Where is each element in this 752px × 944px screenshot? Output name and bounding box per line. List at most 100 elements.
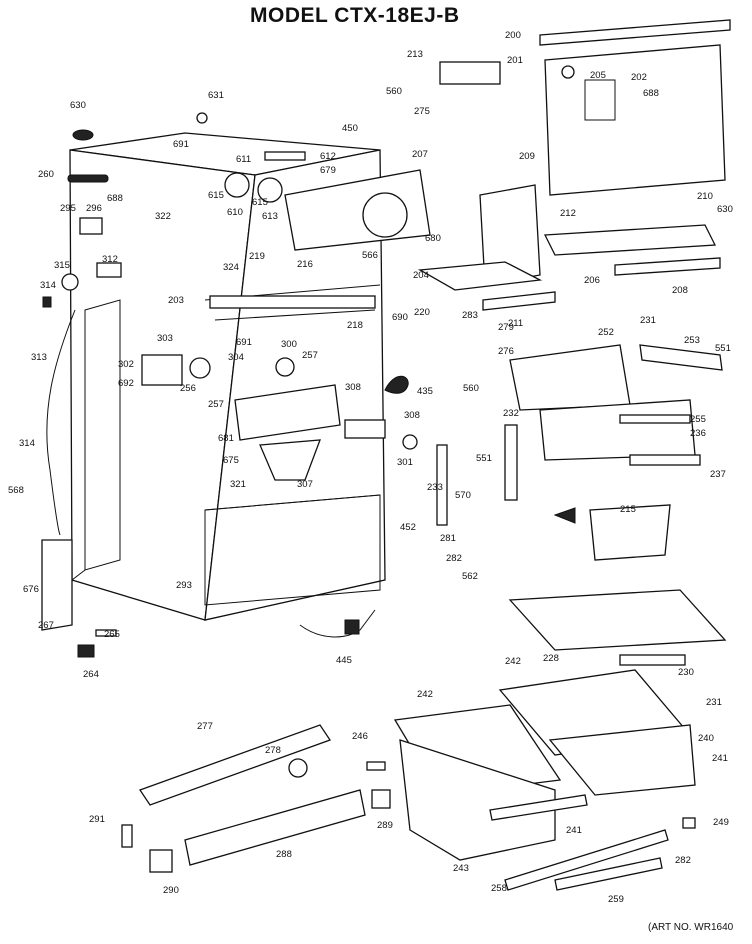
part-315 bbox=[61, 273, 79, 291]
callout-675: 675 bbox=[223, 455, 239, 466]
trim-241 bbox=[489, 794, 588, 821]
callout-267: 267 bbox=[38, 620, 54, 631]
callout-690: 690 bbox=[392, 312, 408, 323]
part-312 bbox=[96, 262, 122, 278]
part-308 bbox=[344, 419, 386, 439]
callout-276: 276 bbox=[498, 346, 514, 357]
callout-691: 691 bbox=[236, 337, 252, 348]
callout-322: 322 bbox=[155, 211, 171, 222]
callout-681: 681 bbox=[218, 433, 234, 444]
callout-257: 257 bbox=[208, 399, 224, 410]
callout-207: 207 bbox=[412, 149, 428, 160]
callout-231: 231 bbox=[706, 697, 722, 708]
callout-242: 242 bbox=[505, 656, 521, 667]
callout-213: 213 bbox=[407, 49, 423, 60]
callout-231: 231 bbox=[640, 315, 656, 326]
callout-308: 308 bbox=[345, 382, 361, 393]
callout-215: 215 bbox=[620, 504, 636, 515]
callout-615: 615 bbox=[252, 197, 268, 208]
shelf-204 bbox=[417, 261, 543, 291]
pan-front-237 bbox=[629, 454, 701, 466]
part-246 bbox=[366, 761, 386, 771]
callout-252: 252 bbox=[598, 327, 614, 338]
callout-204: 204 bbox=[413, 270, 429, 281]
callout-205: 205 bbox=[590, 70, 606, 81]
model-title: MODEL CTX-18EJ-B bbox=[250, 4, 460, 27]
callout-630: 630 bbox=[717, 204, 733, 215]
callout-278: 278 bbox=[265, 745, 281, 756]
callout-209: 209 bbox=[519, 151, 535, 162]
callout-290: 290 bbox=[163, 885, 179, 896]
callout-688: 688 bbox=[107, 193, 123, 204]
callout-282: 282 bbox=[675, 855, 691, 866]
callout-560: 560 bbox=[463, 383, 479, 394]
callout-265: 265 bbox=[104, 629, 120, 640]
callout-236: 236 bbox=[690, 428, 706, 439]
callout-680: 680 bbox=[425, 233, 441, 244]
part-304 bbox=[189, 357, 211, 379]
rail-255 bbox=[619, 414, 691, 424]
callout-208: 208 bbox=[672, 285, 688, 296]
crisper-240 bbox=[548, 724, 696, 796]
art-number: (ART NO. WR1640 bbox=[648, 922, 734, 933]
callout-220: 220 bbox=[414, 307, 430, 318]
callout-212: 212 bbox=[560, 208, 576, 219]
shelf-front-208 bbox=[614, 257, 721, 276]
callout-218: 218 bbox=[347, 320, 363, 331]
callout-611: 611 bbox=[236, 154, 251, 165]
door-201 bbox=[544, 44, 726, 196]
callout-293: 293 bbox=[176, 580, 192, 591]
shelf-228 bbox=[508, 589, 727, 651]
part-630 bbox=[72, 129, 94, 141]
callout-450: 450 bbox=[342, 123, 358, 134]
callout-435: 435 bbox=[417, 386, 433, 397]
callout-312: 312 bbox=[102, 254, 118, 265]
callout-321: 321 bbox=[230, 479, 246, 490]
panel-202 bbox=[584, 79, 616, 121]
callout-200: 200 bbox=[505, 30, 521, 41]
part-307 bbox=[259, 439, 321, 481]
callout-692: 692 bbox=[118, 378, 134, 389]
callout-314: 314 bbox=[19, 438, 35, 449]
callout-216: 216 bbox=[297, 259, 313, 270]
handle-260 bbox=[67, 174, 109, 183]
callout-691: 691 bbox=[173, 139, 189, 150]
callout-610: 610 bbox=[227, 207, 243, 218]
pan-252 bbox=[509, 344, 631, 411]
part-301 bbox=[402, 434, 418, 450]
part-435 bbox=[384, 375, 409, 394]
wire-shelf-212 bbox=[479, 184, 541, 286]
part-314 bbox=[42, 296, 52, 308]
part-205 bbox=[561, 65, 575, 79]
callout-233: 233 bbox=[427, 482, 443, 493]
part-289 bbox=[371, 789, 391, 809]
callout-253: 253 bbox=[684, 335, 700, 346]
callout-324: 324 bbox=[223, 262, 239, 273]
tube-313 bbox=[46, 309, 76, 536]
callout-295: 295 bbox=[60, 203, 76, 214]
pin-265 bbox=[95, 629, 117, 637]
callout-249: 249 bbox=[713, 817, 729, 828]
shelf-front-211 bbox=[482, 291, 556, 311]
part-249 bbox=[682, 817, 696, 829]
callout-551: 551 bbox=[476, 453, 492, 464]
door-liner-200 bbox=[539, 19, 731, 46]
rail-232 bbox=[504, 424, 518, 501]
fan-housing bbox=[362, 192, 408, 238]
callout-307: 307 bbox=[297, 479, 313, 490]
callout-232: 232 bbox=[503, 408, 519, 419]
callout-282: 282 bbox=[446, 553, 462, 564]
callout-275: 275 bbox=[414, 106, 430, 117]
callout-302: 302 bbox=[118, 359, 134, 370]
ice-tray-213 bbox=[439, 61, 501, 85]
callout-631: 631 bbox=[208, 90, 224, 101]
callout-304: 304 bbox=[228, 352, 244, 363]
callout-281: 281 bbox=[440, 533, 456, 544]
callout-241: 241 bbox=[712, 753, 728, 764]
callout-445: 445 bbox=[336, 655, 352, 666]
callout-277: 277 bbox=[197, 721, 213, 732]
callout-566: 566 bbox=[362, 250, 378, 261]
pan-236 bbox=[539, 399, 696, 461]
